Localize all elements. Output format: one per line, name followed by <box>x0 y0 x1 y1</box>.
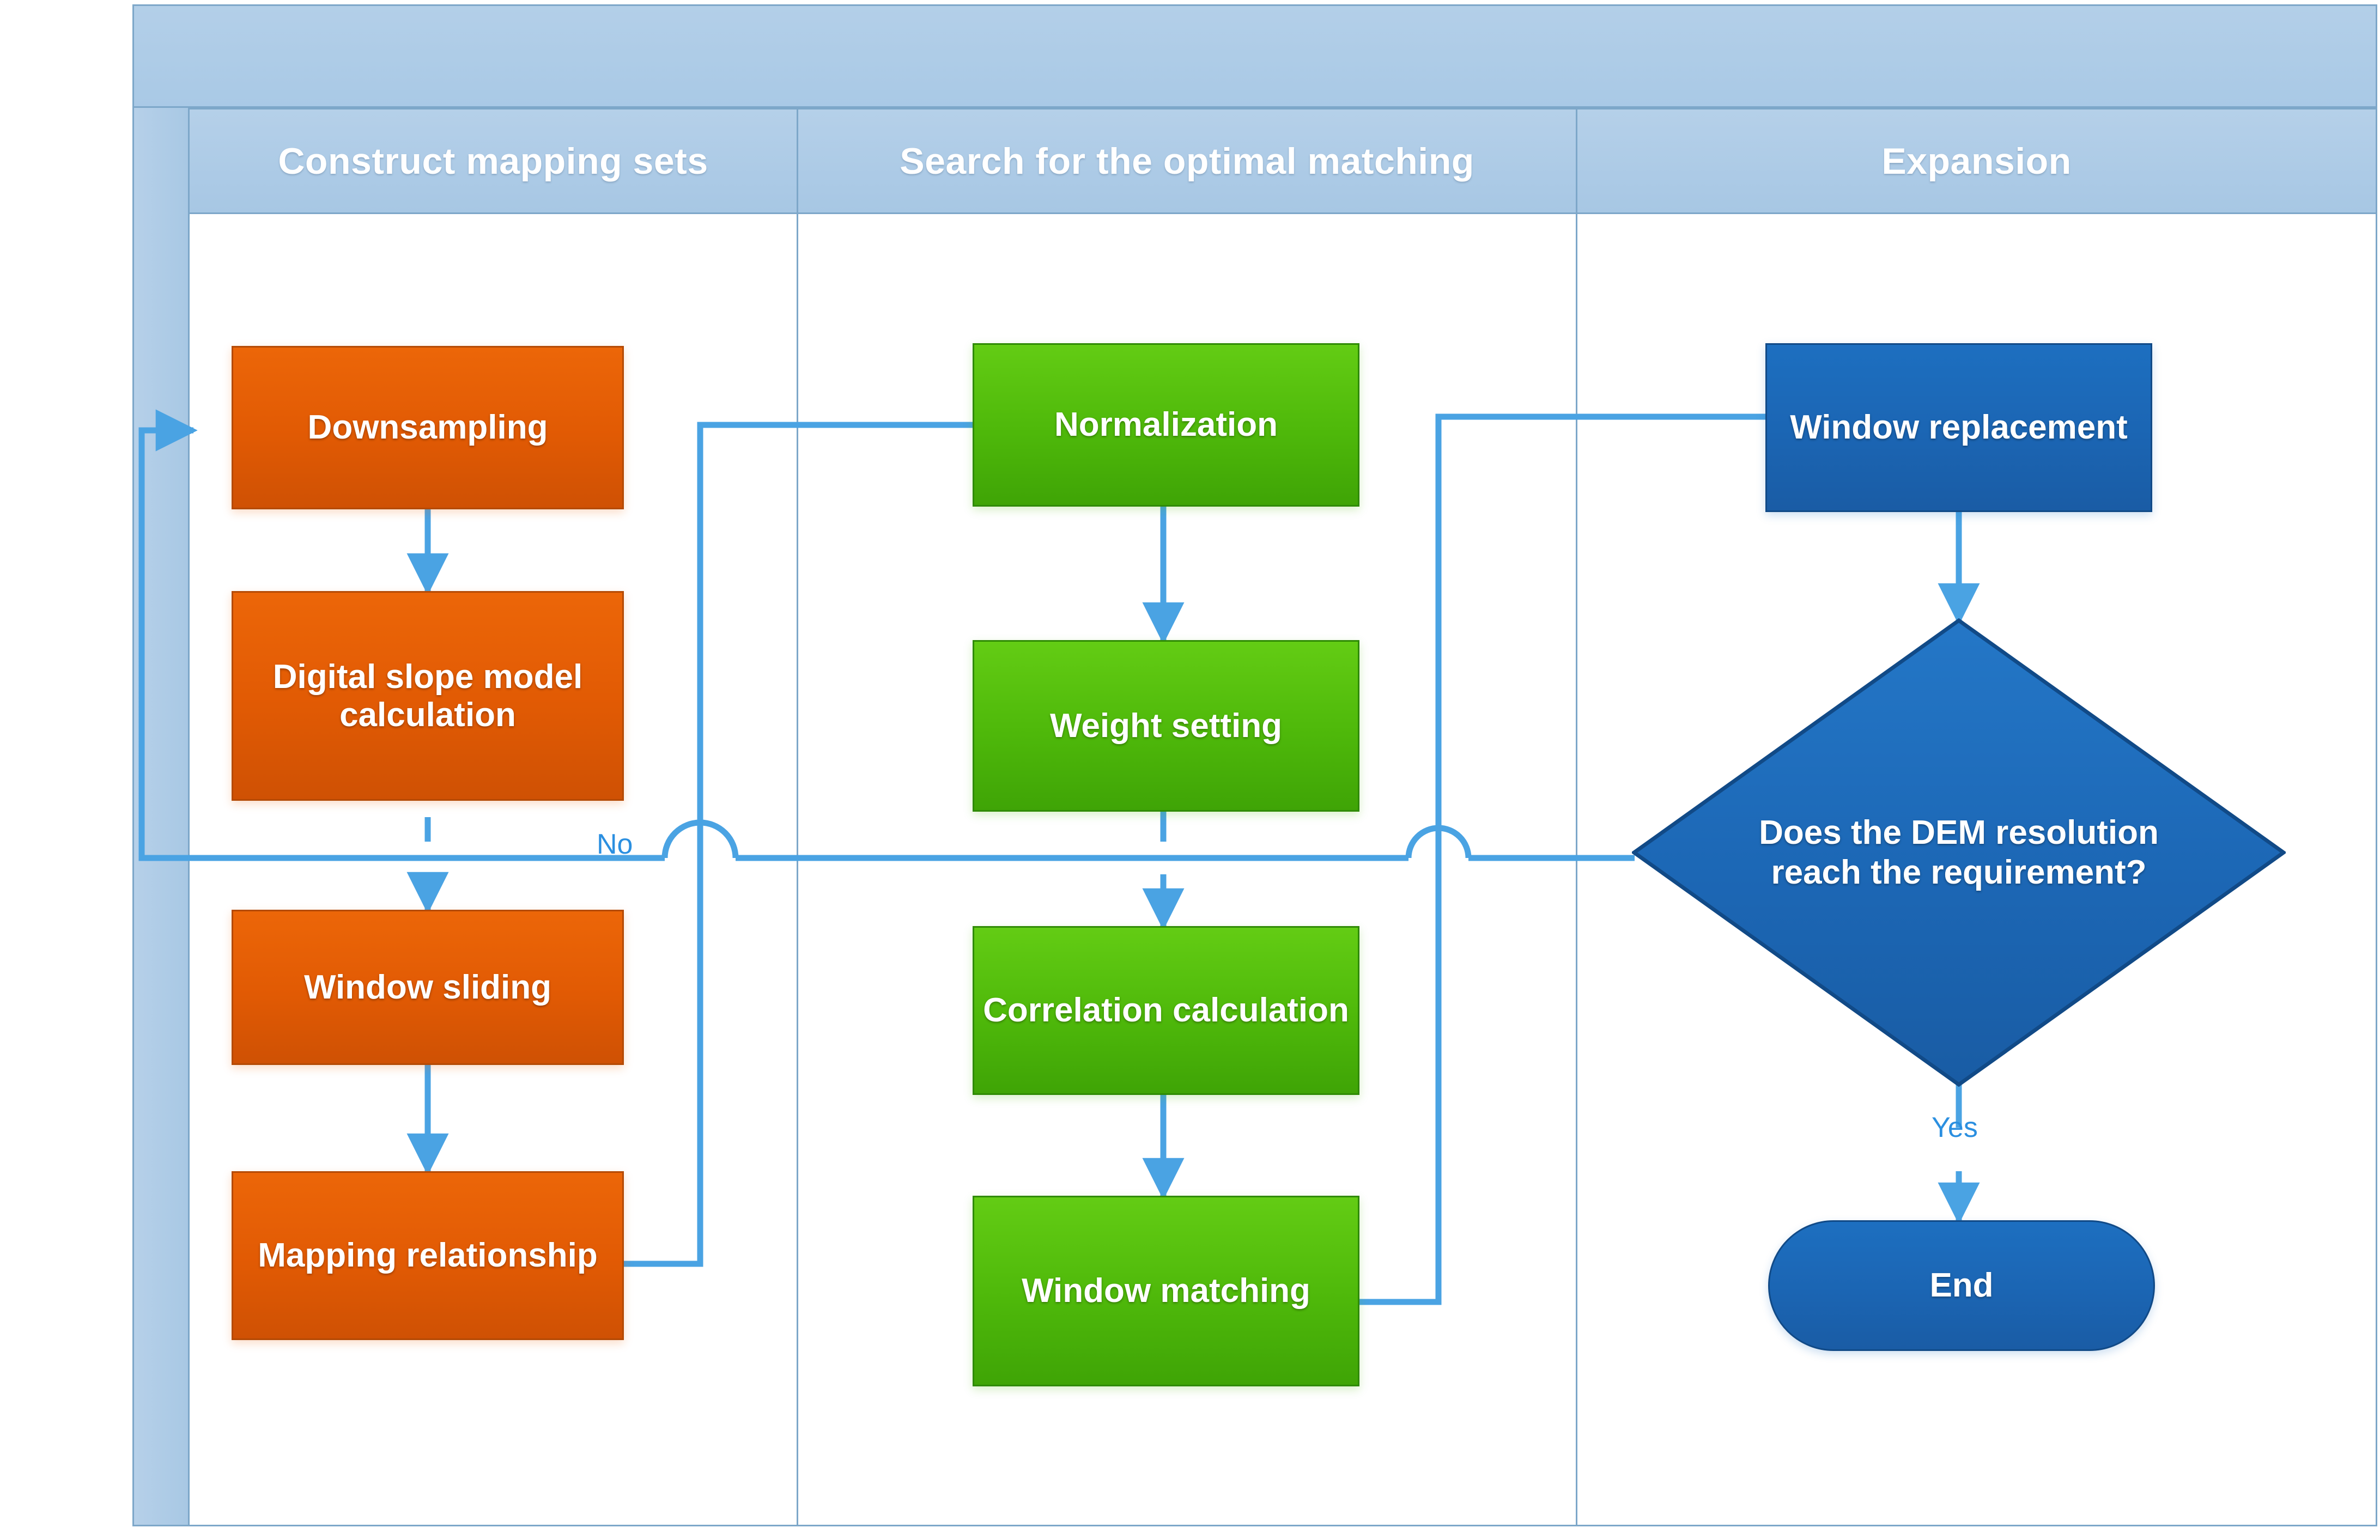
lane-header-construct: Construct mapping sets <box>190 109 797 214</box>
node-label: Downsampling <box>307 409 548 447</box>
node-label: Weight setting <box>1050 707 1282 745</box>
node-digital-slope-model-calculation[interactable]: Digital slope model calculation <box>232 591 624 801</box>
edge-label-yes: Yes <box>1932 1112 1978 1143</box>
node-normalization[interactable]: Normalization <box>973 343 1359 507</box>
node-window-replacement[interactable]: Window replacement <box>1765 343 2152 512</box>
node-label: Normalization <box>1054 406 1278 444</box>
node-mapping-relationship[interactable]: Mapping relationship <box>232 1171 624 1340</box>
node-window-matching[interactable]: Window matching <box>973 1196 1359 1386</box>
node-label: Correlation calculation <box>983 991 1349 1030</box>
node-window-sliding[interactable]: Window sliding <box>232 910 624 1065</box>
node-label: End <box>1929 1267 1994 1305</box>
node-label: Mapping relationship <box>258 1237 598 1275</box>
lane-left-strip <box>132 108 190 1526</box>
node-label: Window sliding <box>303 968 552 1006</box>
lane-header-search: Search for the optimal matching <box>798 109 1576 214</box>
node-label: Window replacement <box>1790 409 2128 447</box>
node-correlation-calculation[interactable]: Correlation calculation <box>973 926 1359 1095</box>
node-label: Does the DEM resolution reach the requir… <box>1759 813 2159 891</box>
node-end[interactable]: End <box>1768 1220 2155 1351</box>
node-weight-setting[interactable]: Weight setting <box>973 640 1359 812</box>
title-band <box>132 4 2377 108</box>
node-dem-decision[interactable]: Does the DEM resolution reach the requir… <box>1632 618 2286 1087</box>
edge-label-no: No <box>597 829 633 860</box>
node-label: Digital slope model calculation <box>272 658 583 734</box>
diamond-shape <box>1632 618 2286 1087</box>
lane-header-expansion: Expansion <box>1577 109 2376 214</box>
node-label: Window matching <box>1022 1272 1310 1310</box>
node-downsampling[interactable]: Downsampling <box>232 346 624 509</box>
